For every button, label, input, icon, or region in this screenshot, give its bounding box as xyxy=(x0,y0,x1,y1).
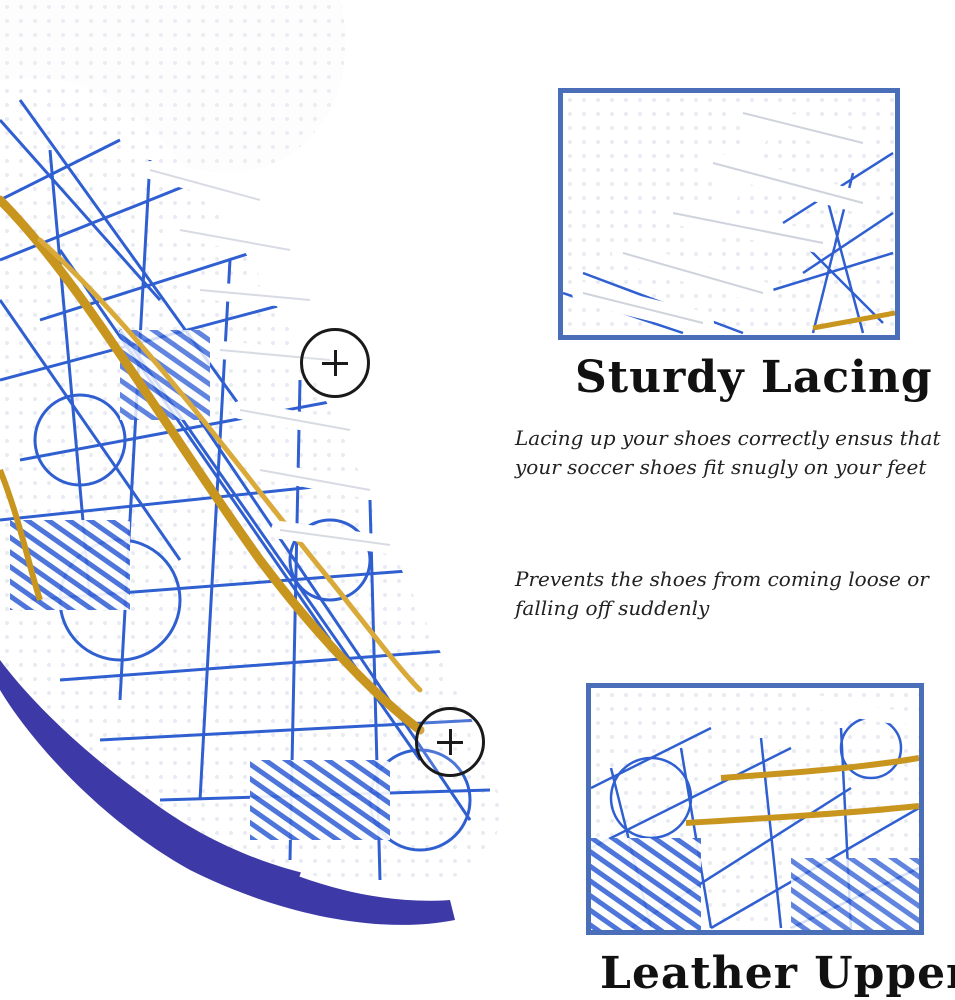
plus-icon-vertical xyxy=(333,350,337,376)
lacing-hotspot-plus-icon[interactable] xyxy=(300,328,370,398)
upper-hotspot-plus-icon[interactable] xyxy=(415,707,485,777)
leather-upper-closeup-image xyxy=(586,683,924,935)
feature-title-sturdy-lacing: Sturdy Lacing xyxy=(575,352,933,403)
lacing-closeup-image xyxy=(558,88,900,340)
plus-icon-vertical xyxy=(448,729,452,755)
feature-description-loose: Prevents the shoes from coming loose or … xyxy=(515,567,929,620)
feature-title-leather-upper: Leather Upper xyxy=(600,948,955,999)
soccer-shoe-image xyxy=(0,0,501,925)
feature-description-lacing: Lacing up your shoes correctly ensus tha… xyxy=(515,426,941,479)
